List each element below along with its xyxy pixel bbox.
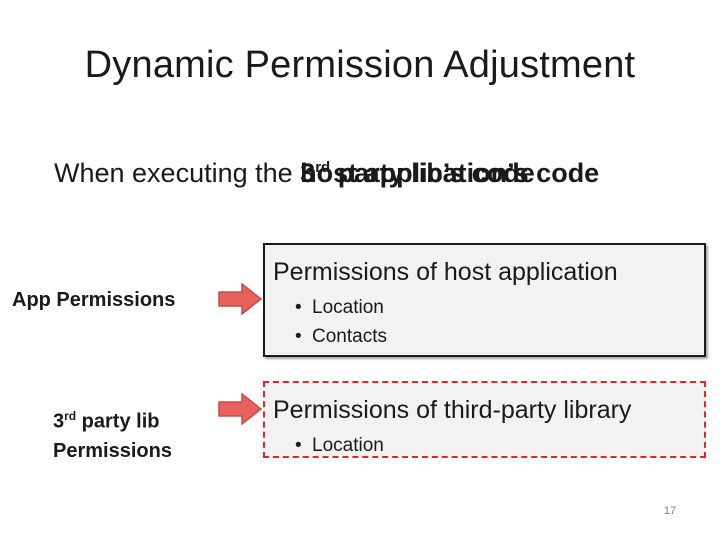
row-label-number: 3 — [53, 410, 65, 433]
host-permissions-heading: Permissions of host application — [273, 258, 618, 286]
slide-title: Dynamic Permission Adjustment — [84, 44, 636, 86]
subtitle-prefix: When executing the — [54, 158, 301, 188]
subtitle-host-code-text: host application’s code — [300, 158, 600, 188]
list-item: • Location — [295, 431, 704, 460]
subtitle-thirdparty-code-text: 3rd party lib’s code — [300, 158, 535, 188]
list-item: • Location — [295, 293, 704, 322]
thirdparty-permissions-list: • Location — [295, 431, 704, 460]
row-label-superscript: rd — [64, 409, 77, 423]
bullet-icon: • — [295, 326, 302, 347]
row-label-app-permissions: App Permissions — [12, 289, 176, 311]
right-arrow-icon — [218, 393, 262, 425]
list-item: • Contacts — [295, 322, 704, 351]
row-label-line2: Permissions — [53, 439, 172, 462]
row-label-thirdparty-permissions: 3rd party lib Permissions — [53, 402, 172, 466]
right-arrow-icon — [218, 283, 262, 315]
row-label-line1: 3rd party lib — [53, 402, 172, 437]
list-item-label: Location — [312, 435, 384, 456]
bullet-icon: • — [295, 435, 302, 456]
subtitle-overlapping-text: host application’s code 3rd party lib’s … — [300, 158, 599, 189]
host-permissions-box: Permissions of host application • Locatio… — [263, 243, 706, 357]
list-item-label: Contacts — [312, 326, 387, 347]
list-item-label: Location — [312, 297, 384, 318]
row-label-rest: party lib — [76, 410, 160, 433]
subtitle: When executing the host application’s co… — [54, 158, 599, 189]
page-number: 17 — [663, 505, 677, 517]
subtitle-thirdparty-rest: party lib’s code — [330, 158, 535, 188]
host-permissions-list: • Location • Contacts — [295, 293, 704, 351]
thirdparty-permissions-box: Permissions of third-party library • Loca… — [263, 381, 706, 458]
bullet-icon: • — [295, 297, 302, 318]
subtitle-thirdparty-superscript: rd — [315, 159, 331, 176]
thirdparty-permissions-heading: Permissions of third-party library — [273, 396, 632, 424]
subtitle-thirdparty-number: 3 — [300, 158, 316, 188]
